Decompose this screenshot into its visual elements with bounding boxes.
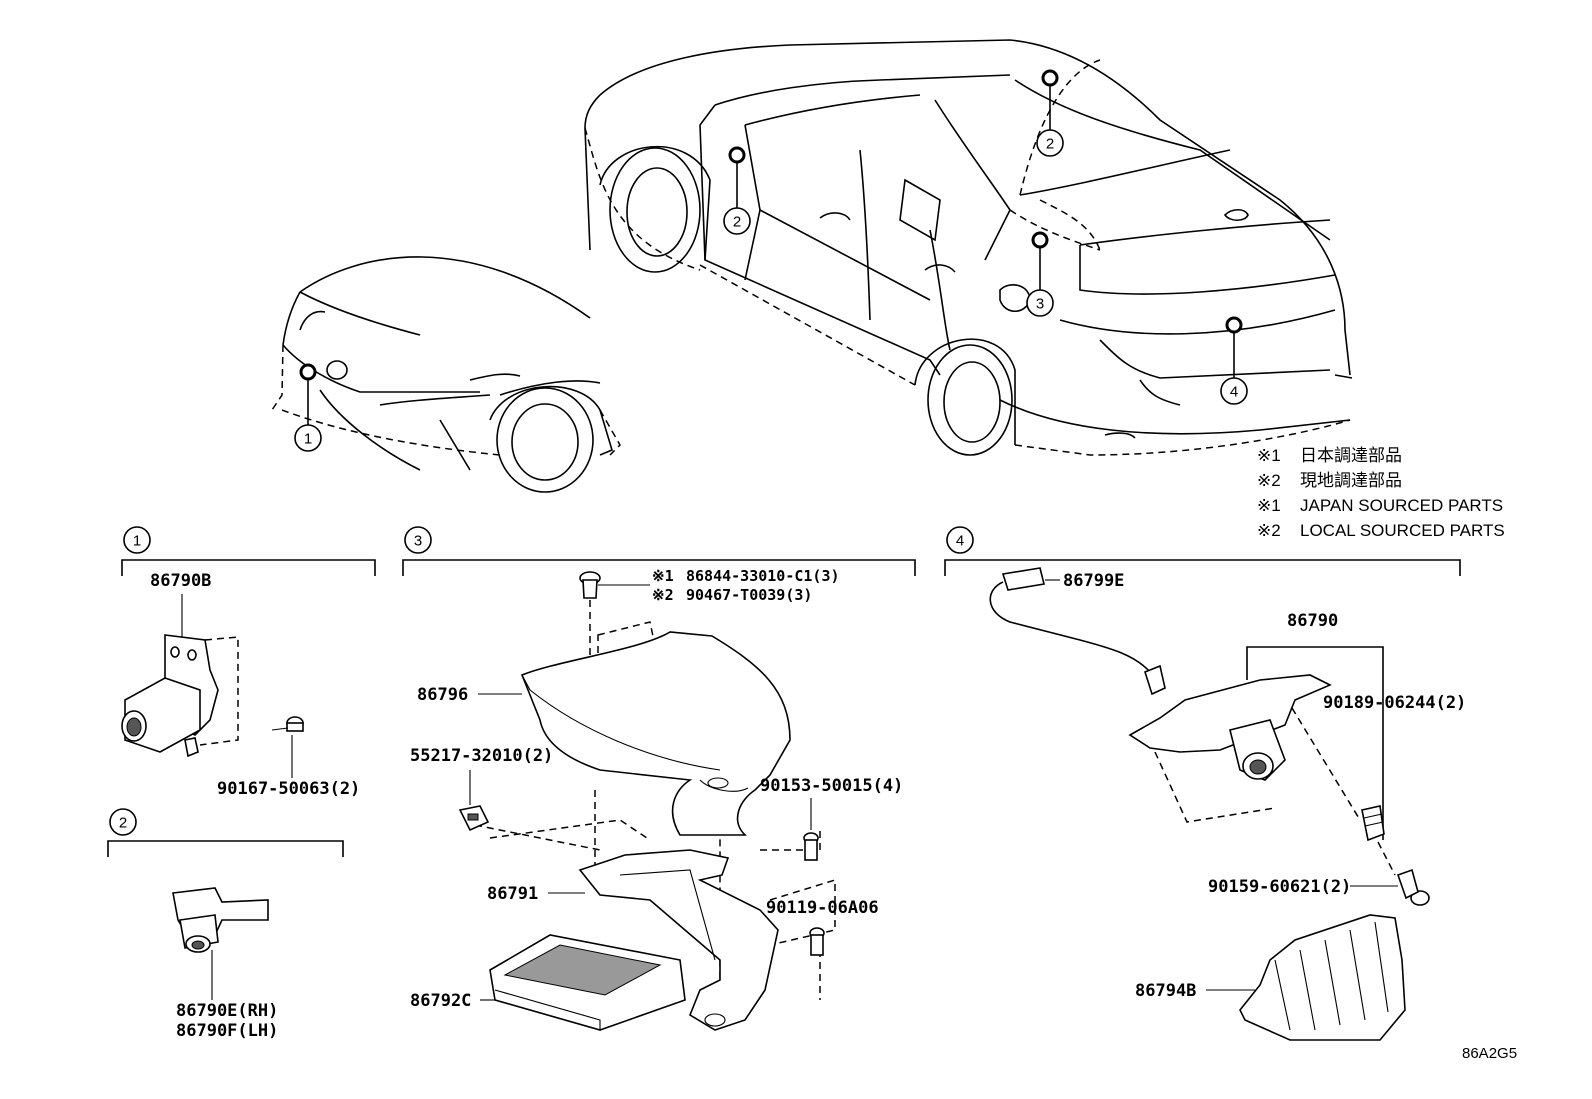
camera-cover — [1239, 914, 1406, 1041]
group-3-ecu-assembly: 3 ※1 86844-33010-C1(3) ※2 90467-T0039(3)… — [402, 526, 916, 1031]
legend-text: 日本調達部品 — [1300, 446, 1402, 465]
screw-icon — [1361, 805, 1385, 842]
part-number-label: 90167-50063(2) — [217, 779, 360, 799]
part-number-label: 86790B — [150, 571, 211, 591]
group-callout-circle — [123, 526, 151, 554]
group-number: 4 — [956, 533, 964, 550]
callout-vehicle-1: 1 — [294, 424, 322, 452]
callout-label: 4 — [1230, 384, 1238, 401]
part-number-label: 86790E(RH) — [176, 1001, 278, 1021]
bolt-icon — [271, 716, 304, 732]
bolt-icon — [1396, 868, 1430, 906]
legend-text: JAPAN SOURCED PARTS — [1300, 496, 1503, 515]
part-number-label: 90467-T0039(3) — [686, 586, 812, 604]
group-bracket — [121, 559, 376, 576]
callout-vehicle-2-left: 2 — [723, 207, 751, 235]
legend-mark: ※1 — [1257, 446, 1281, 465]
group-2-side-camera: 2 86790E(RH) 86790F(LH) — [107, 808, 344, 1041]
group-bracket — [107, 840, 344, 857]
callout-label: 2 — [1046, 136, 1054, 153]
callout-vehicle-4: 4 — [1220, 377, 1248, 405]
side-camera-assembly — [172, 887, 269, 953]
group-bracket — [944, 559, 1461, 576]
part-number-label: 90159-60621(2) — [1208, 877, 1351, 897]
callout-vehicle-3: 3 — [1026, 289, 1054, 317]
part-number-label: 86792C — [410, 991, 471, 1011]
legend-text: LOCAL SOURCED PARTS — [1300, 521, 1505, 540]
group-bracket — [402, 559, 916, 576]
diagram-code: 86A2G5 — [1462, 1045, 1517, 1062]
part-number-label: 86791 — [487, 884, 538, 904]
clip-icon — [458, 805, 490, 832]
callout-vehicle-2-right: 2 — [1036, 129, 1064, 157]
group-number: 2 — [119, 815, 127, 832]
callout-label: 2 — [733, 214, 741, 231]
callout-label: 3 — [1036, 296, 1044, 313]
part-number-label: 86790 — [1287, 611, 1338, 631]
part-number-label: 86796 — [417, 685, 468, 705]
bolt-icon — [809, 927, 825, 956]
callout-label: 1 — [304, 431, 312, 448]
ecu-cover — [520, 631, 791, 836]
local-mark: ※2 — [652, 586, 674, 604]
ecu-bracket — [578, 849, 779, 1031]
front-camera-assembly — [121, 634, 239, 758]
legend-mark: ※1 — [1257, 496, 1281, 515]
vehicle-front-view — [271, 256, 621, 493]
part-number-label: 86799E — [1063, 571, 1124, 591]
part-number-label: 86794B — [1135, 981, 1196, 1001]
part-number-label: 90153-50015(4) — [760, 776, 903, 796]
part-number-label: 55217-32010(2) — [410, 746, 553, 766]
bolt-icon — [803, 832, 819, 861]
group-1-front-camera: 1 86790B 90167-50063(2) — [121, 526, 376, 799]
wire-harness — [989, 567, 1166, 696]
legend: ※1 日本調達部品 ※2 現地調達部品 ※1 JAPAN SOURCED PAR… — [1257, 446, 1505, 540]
part-number-label: 86790F(LH) — [176, 1021, 278, 1041]
group-callout-circle — [404, 526, 432, 554]
group-4-rear-camera: 4 86799E 86790 90189-06244(2) — [944, 526, 1466, 1041]
part-number-label: 90119-06A06 — [766, 898, 879, 918]
clip-icon — [579, 571, 601, 599]
legend-mark: ※2 — [1257, 471, 1281, 490]
vehicle-rear-view — [584, 39, 1353, 456]
jp-mark: ※1 — [652, 567, 674, 585]
part-number-label: 86844-33010-C1(3) — [686, 567, 840, 585]
legend-text: 現地調達部品 — [1300, 471, 1402, 490]
rear-camera-assembly — [1128, 674, 1332, 781]
location-markers — [299, 69, 1243, 425]
part-number-label: 90189-06244(2) — [1323, 693, 1466, 713]
group-number: 1 — [133, 533, 141, 550]
group-callout-circle — [946, 526, 974, 554]
group-number: 3 — [414, 533, 422, 550]
group-callout-circle — [109, 808, 137, 836]
legend-mark: ※2 — [1257, 521, 1281, 540]
ecu-module — [489, 934, 686, 1031]
